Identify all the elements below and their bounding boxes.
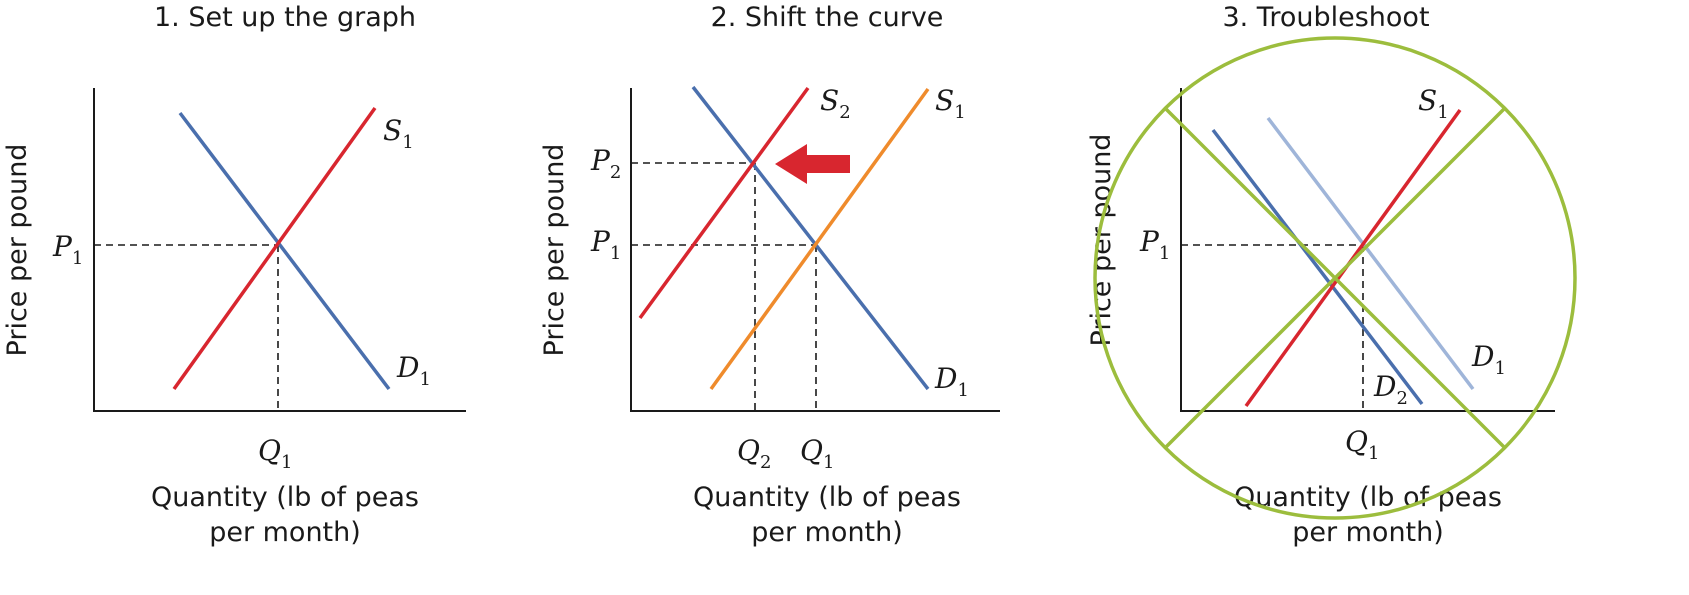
panel-1-x-axis-label-line2: per month) bbox=[209, 517, 361, 548]
panel-2-supply-s1-curve bbox=[709, 87, 930, 391]
panel-2-supply-s2-label: S2 bbox=[820, 84, 851, 123]
panel-2-x-axis-label-line1: Quantity (lb of peas bbox=[693, 482, 961, 513]
panel-2-supply-s2-curve bbox=[638, 86, 810, 320]
panel-2-quantity-label-q1: Q1 bbox=[800, 434, 834, 473]
panel-3-x-axis-label-line1: Quantity (lb of peas bbox=[1234, 482, 1502, 513]
panel-3-supply-label: S1 bbox=[1418, 84, 1449, 123]
panel-2-y-axis-label: Price per pound bbox=[539, 144, 570, 357]
panel-3-demand-d1-curve bbox=[1266, 116, 1475, 391]
panel-2-shift-arrow bbox=[775, 144, 850, 184]
panel-3-price-label: P1 bbox=[1139, 225, 1170, 264]
panel-2: 2. Shift the curve S2 S1 D1 P2 P1 Q2 Q1 … bbox=[539, 2, 1000, 548]
panel-2-supply-s1-label: S1 bbox=[935, 84, 966, 123]
panel-1-price-label: P1 bbox=[52, 230, 83, 269]
panel-3-troubleshoot-circle bbox=[1093, 36, 1577, 520]
panel-3-demand-d2-curve bbox=[1211, 128, 1424, 406]
panel-3-demand-d2-label: D2 bbox=[1373, 370, 1408, 409]
panel-3-demand-d1-label: D1 bbox=[1471, 340, 1506, 379]
panel-1-supply-curve bbox=[172, 106, 377, 391]
panel-1-x-axis-label-line1: Quantity (lb of peas bbox=[151, 482, 419, 513]
panel-3-y-axis-label: Price per pound bbox=[1086, 134, 1117, 347]
panel-1: 1. Set up the graph S1 D1 P1 Q1 Quantity… bbox=[2, 2, 466, 548]
panel-2-title: 2. Shift the curve bbox=[711, 2, 944, 33]
panel-1-demand-curve bbox=[178, 111, 391, 391]
panel-3-title: 3. Troubleshoot bbox=[1222, 2, 1429, 33]
panel-1-title: 1. Set up the graph bbox=[154, 2, 416, 33]
panel-3-cross-line-b bbox=[1163, 106, 1507, 450]
panel-1-demand-label: D1 bbox=[396, 351, 431, 390]
panel-1-supply-label: S1 bbox=[383, 114, 414, 153]
panel-2-demand-label: D1 bbox=[934, 362, 969, 401]
panel-1-quantity-label: Q1 bbox=[258, 434, 292, 473]
panel-3-x-axis-label-line2: per month) bbox=[1292, 517, 1444, 548]
panel-3: 3. Troubleshoot S1 D1 D2 P1 Q1 Quantity … bbox=[1086, 2, 1577, 548]
panel-2-x-axis-label-line2: per month) bbox=[751, 517, 903, 548]
panel-2-demand-curve bbox=[691, 85, 930, 391]
panel-2-price-label-p1: P1 bbox=[590, 225, 621, 264]
panel-2-price-label-p2: P2 bbox=[590, 144, 621, 183]
panel-1-y-axis-label: Price per pound bbox=[2, 144, 33, 357]
panel-3-quantity-label: Q1 bbox=[1345, 425, 1379, 464]
panel-2-quantity-label-q2: Q2 bbox=[737, 434, 771, 473]
